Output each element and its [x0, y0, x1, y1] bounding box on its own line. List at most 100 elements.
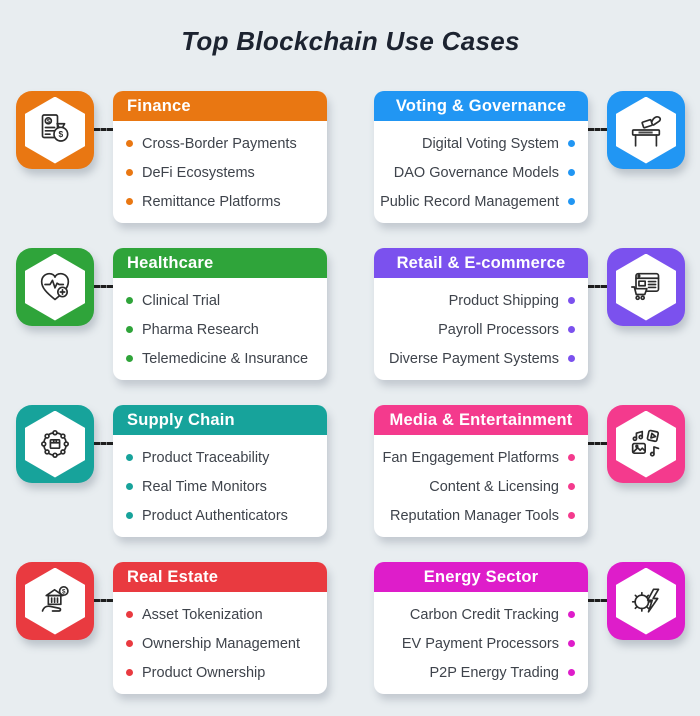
svg-text:$: $ — [62, 588, 66, 595]
list-item: Ownership Management — [126, 629, 314, 658]
supply-chain-card: Supply Chain Product Traceability Real T… — [113, 405, 327, 537]
bullet-dot — [126, 169, 133, 176]
card-title: Retail & E-commerce — [396, 253, 566, 272]
heart-pulse-icon — [40, 272, 70, 301]
item-text: Telemedicine & Insurance — [142, 350, 309, 367]
bullet-dot — [126, 611, 133, 618]
item-text: Real Time Monitors — [142, 478, 267, 495]
bullet-dot — [126, 512, 133, 519]
document-money-icon: $ $ — [41, 114, 69, 142]
voting-governance-items: Digital Voting System DAO Governance Mod… — [374, 121, 588, 223]
item-text: Payroll Processors — [438, 321, 559, 338]
bullet-dot — [568, 611, 575, 618]
card-title: Media & Entertainment — [389, 410, 573, 429]
finance-items: Cross-Border Payments DeFi Ecosystems Re… — [113, 121, 327, 223]
hexagon-badge: $ $ — [25, 96, 85, 164]
bullet-dot — [568, 355, 575, 362]
connector-line — [94, 128, 113, 131]
hexagon-badge: $ — [25, 567, 85, 635]
voting-governance-card: Voting & Governance Digital Voting Syste… — [374, 91, 588, 223]
item-text: Product Ownership — [142, 664, 266, 681]
card-title: Supply Chain — [127, 410, 235, 429]
energy-sector-section: Energy Sector Carbon Credit Tracking EV … — [374, 562, 685, 694]
media-entertainment-card-header: Media & Entertainment — [374, 405, 588, 435]
list-item: Cross-Border Payments — [126, 129, 314, 158]
list-item: DAO Governance Models — [387, 158, 575, 187]
gear-lightning-icon — [631, 588, 660, 613]
real-estate-section: $ Real Estate Asset Tokenization Ownersh… — [16, 562, 327, 694]
connector-line — [94, 285, 113, 288]
retail-ecommerce-items: Product Shipping Payroll Processors Dive… — [374, 278, 588, 380]
house-hand-icon: $ — [41, 586, 69, 612]
media-clips-icon — [631, 429, 660, 457]
bullet-dot — [126, 297, 133, 304]
bullet-dot — [568, 640, 575, 647]
bullet-dot — [568, 326, 575, 333]
healthcare-section: Healthcare Clinical Trial Pharma Researc… — [16, 248, 327, 380]
item-text: EV Payment Processors — [401, 635, 559, 652]
list-item: Real Time Monitors — [126, 472, 314, 501]
list-item: Diverse Payment Systems — [387, 344, 575, 373]
item-text: DeFi Ecosystems — [142, 164, 255, 181]
hexagon-badge — [25, 410, 85, 478]
supply-chain-card-header: Supply Chain — [113, 405, 327, 435]
bullet-dot — [126, 198, 133, 205]
bullet-dot — [126, 326, 133, 333]
list-item: Digital Voting System — [387, 129, 575, 158]
media-entertainment-card: Media & Entertainment Fan Engagement Pla… — [374, 405, 588, 537]
energy-sector-items: Carbon Credit Tracking EV Payment Proces… — [374, 592, 588, 694]
supply-chain-icon-tile — [16, 405, 94, 483]
retail-ecommerce-icon-tile — [607, 248, 685, 326]
bullet-dot — [126, 355, 133, 362]
item-text: Public Record Management — [380, 193, 559, 210]
item-text: Pharma Research — [142, 321, 259, 338]
voting-governance-card-header: Voting & Governance — [374, 91, 588, 121]
healthcare-card: Healthcare Clinical Trial Pharma Researc… — [113, 248, 327, 380]
row-1: $ $ Finance Cross-Border Payments — [16, 91, 685, 223]
list-item: Fan Engagement Platforms — [382, 443, 575, 472]
retail-ecommerce-section: Retail & E-commerce Product Shipping Pay… — [374, 248, 685, 380]
real-estate-card-header: Real Estate — [113, 562, 327, 592]
shopping-cart-icon — [631, 272, 660, 301]
connector-line — [94, 442, 113, 445]
item-text: Product Authenticators — [142, 507, 288, 524]
card-title: Voting & Governance — [395, 96, 567, 115]
bullet-dot — [126, 640, 133, 647]
connector-line — [588, 285, 607, 288]
voting-governance-icon-tile — [607, 91, 685, 169]
bullet-dot — [126, 454, 133, 461]
list-item: Payroll Processors — [387, 315, 575, 344]
bullet-dot — [126, 669, 133, 676]
row-3: Supply Chain Product Traceability Real T… — [16, 405, 685, 537]
item-text: Asset Tokenization — [142, 606, 263, 623]
hexagon-badge — [616, 253, 676, 321]
row-4: $ Real Estate Asset Tokenization Ownersh… — [16, 562, 685, 694]
item-text: P2P Energy Trading — [429, 664, 559, 681]
supply-chain-section: Supply Chain Product Traceability Real T… — [16, 405, 327, 537]
real-estate-icon-tile: $ — [16, 562, 94, 640]
bullet-dot — [126, 140, 133, 147]
energy-sector-icon-tile — [607, 562, 685, 640]
list-item: Reputation Manager Tools — [387, 501, 575, 530]
svg-text:$: $ — [47, 119, 51, 125]
connector-line — [94, 599, 113, 602]
list-item: Product Ownership — [126, 658, 314, 687]
list-item: Public Record Management — [380, 187, 575, 216]
real-estate-card: Real Estate Asset Tokenization Ownership… — [113, 562, 327, 694]
list-item: Pharma Research — [126, 315, 314, 344]
bullet-dot — [126, 483, 133, 490]
list-item: Remittance Platforms — [126, 187, 314, 216]
bullet-dot — [568, 169, 575, 176]
list-item: Clinical Trial — [126, 286, 314, 315]
media-entertainment-section: Media & Entertainment Fan Engagement Pla… — [374, 405, 685, 537]
bullet-dot — [568, 454, 575, 461]
bullet-dot — [568, 512, 575, 519]
supply-chain-items: Product Traceability Real Time Monitors … — [113, 435, 327, 537]
item-text: Digital Voting System — [421, 135, 559, 152]
retail-ecommerce-card-header: Retail & E-commerce — [374, 248, 588, 278]
svg-text:$: $ — [59, 129, 64, 139]
bullet-dot — [568, 140, 575, 147]
bullet-dot — [568, 198, 575, 205]
list-item: DeFi Ecosystems — [126, 158, 314, 187]
